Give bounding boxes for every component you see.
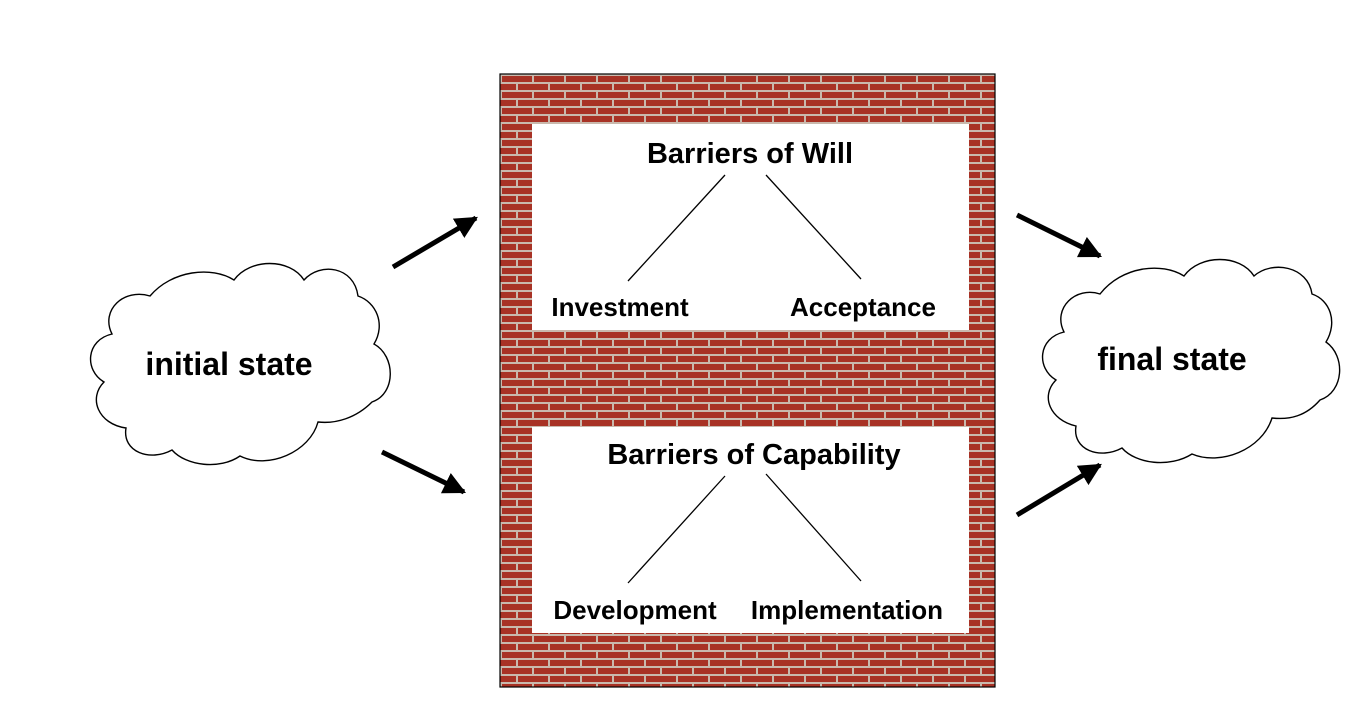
implementation-label: Implementation — [751, 595, 943, 625]
barriers-of-capability-box: Barriers of Capability Development Imple… — [532, 427, 969, 633]
will-left-branch — [627, 174, 726, 282]
will-right-branch — [765, 174, 862, 280]
development-label: Development — [553, 595, 717, 625]
initial-state-label: initial state — [145, 346, 312, 382]
final-state-label: final state — [1097, 341, 1246, 377]
investment-label: Investment — [551, 292, 689, 322]
barriers-of-capability-title: Barriers of Capability — [607, 439, 900, 471]
initial-state-cloud: initial state — [89, 262, 391, 466]
arrow-initial-to-will — [391, 215, 478, 270]
capability-right-branch — [765, 473, 862, 582]
capability-left-branch — [627, 475, 726, 584]
arrow-capability-to-final — [1015, 462, 1102, 518]
barriers-of-will-title: Barriers of Will — [647, 138, 853, 170]
barriers-of-will-box: Barriers of Will Investment Acceptance — [532, 124, 969, 330]
arrow-initial-to-capability — [380, 449, 467, 495]
final-state-cloud: final state — [1041, 258, 1341, 464]
arrow-will-to-final — [1015, 212, 1103, 259]
acceptance-label: Acceptance — [790, 292, 936, 322]
